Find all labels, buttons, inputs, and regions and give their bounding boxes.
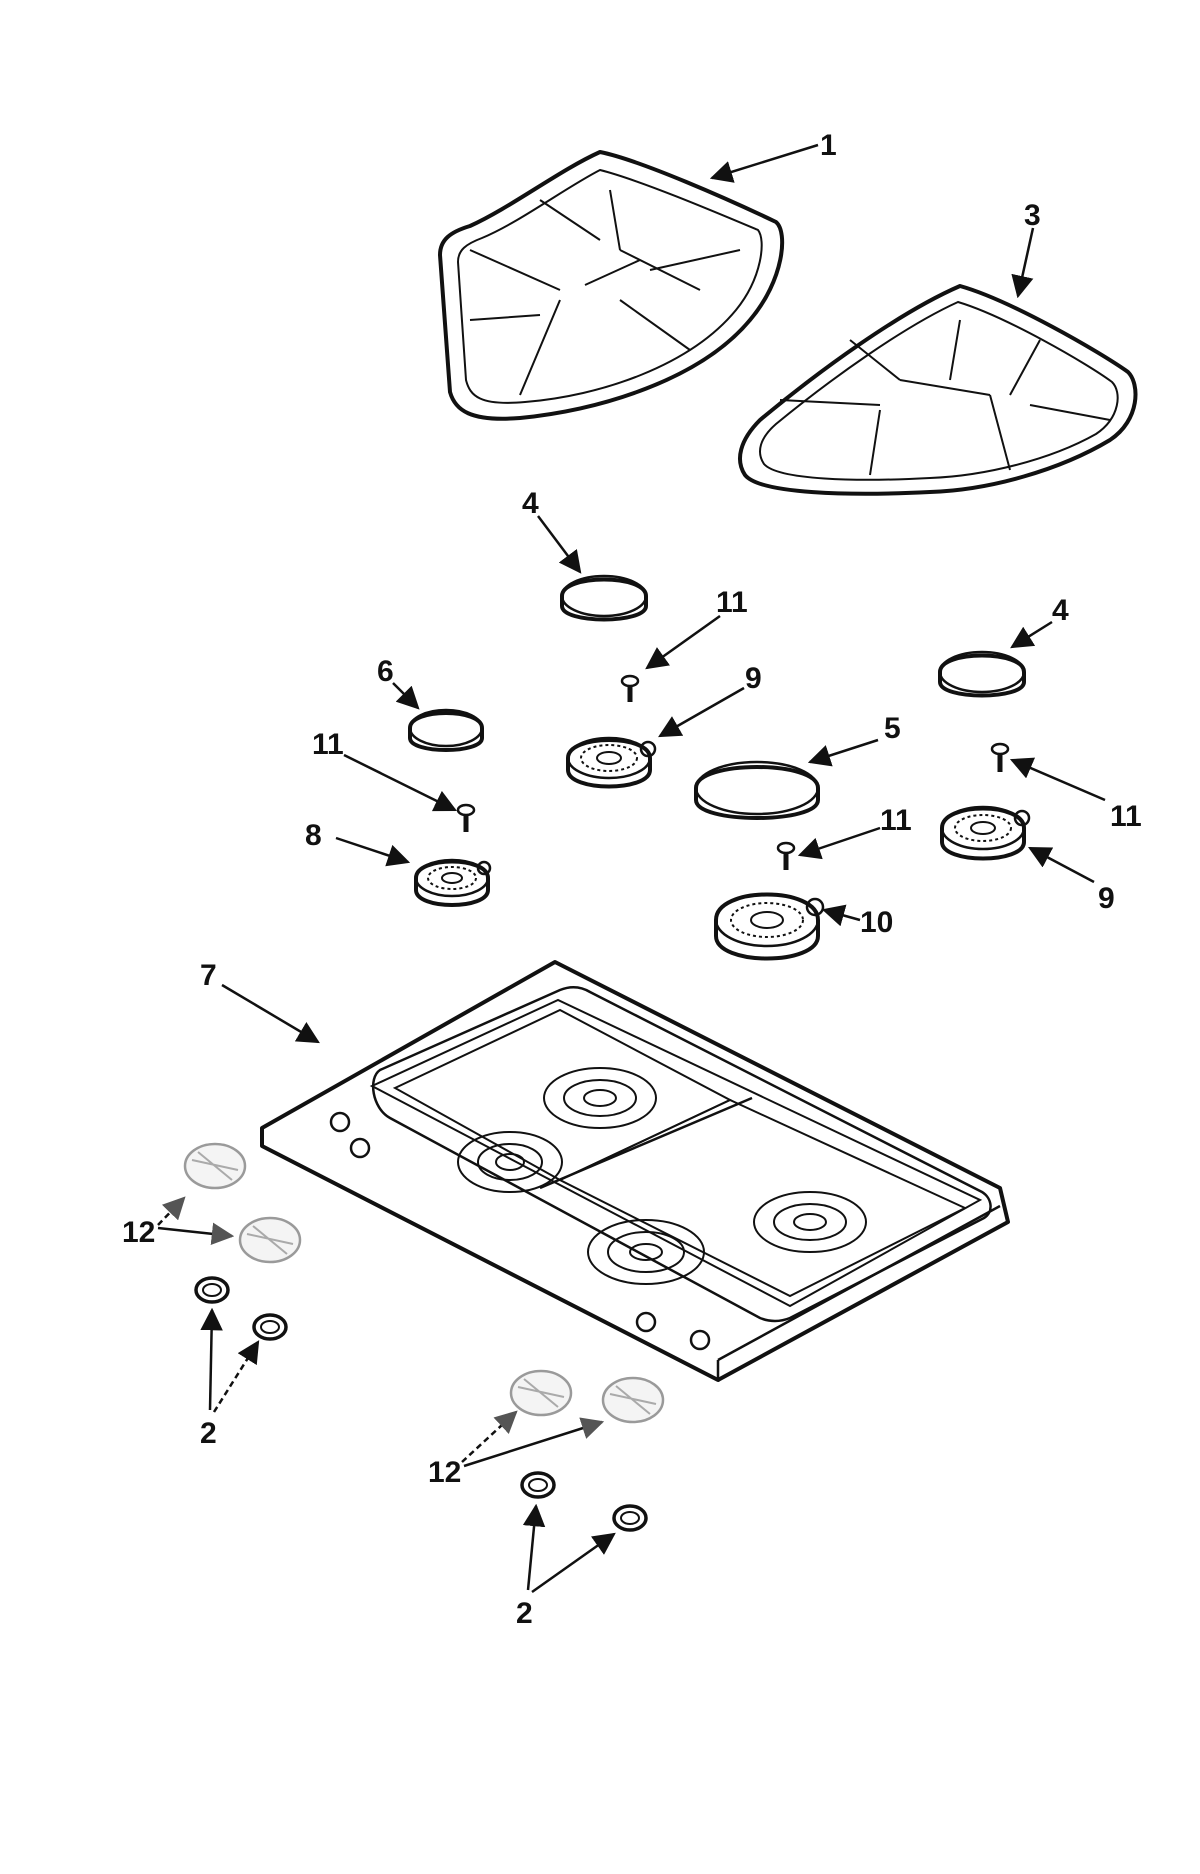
leader-8 bbox=[335, 836, 411, 867]
callout-11-left: 11 bbox=[312, 728, 344, 761]
callout-4-right: 4 bbox=[1052, 594, 1069, 627]
cooktop-burner-well-2 bbox=[457, 1131, 563, 1193]
callout-3: 3 bbox=[1024, 199, 1041, 232]
callout-10: 10 bbox=[860, 906, 893, 939]
screw-upper bbox=[620, 674, 640, 702]
leader-9a bbox=[658, 686, 745, 738]
leader-2a-2 bbox=[212, 1340, 260, 1413]
callout-2-left: 2 bbox=[200, 1417, 217, 1450]
leader-2a-1 bbox=[200, 1307, 223, 1411]
leader-11d bbox=[797, 826, 881, 860]
callout-7: 7 bbox=[200, 959, 217, 992]
leader-10 bbox=[821, 904, 861, 927]
leader-5 bbox=[807, 738, 879, 767]
burner-cap-large bbox=[694, 760, 820, 820]
callout-11-center: 11 bbox=[880, 804, 912, 837]
callout-1: 1 bbox=[820, 129, 837, 162]
grate-right bbox=[738, 284, 1138, 496]
knob-left-upper bbox=[183, 1142, 247, 1190]
leader-4a bbox=[537, 515, 582, 574]
cooktop-burner-well-4 bbox=[587, 1219, 705, 1285]
burner-head-small bbox=[414, 858, 492, 907]
knob-bottom-left bbox=[509, 1369, 573, 1417]
cooktop-burner-well-1 bbox=[543, 1067, 657, 1129]
callout-12-left: 12 bbox=[122, 1216, 155, 1249]
leader-7 bbox=[221, 983, 320, 1044]
leader-11a bbox=[645, 614, 721, 670]
callout-11-upper: 11 bbox=[716, 586, 748, 619]
bezel-bottom-left bbox=[520, 1471, 556, 1499]
leader-1 bbox=[709, 143, 819, 183]
screw-center bbox=[776, 841, 796, 870]
bezel-left-lower bbox=[252, 1313, 288, 1341]
knob-bottom-right bbox=[601, 1376, 665, 1424]
cooktop-main-top bbox=[260, 960, 1010, 1383]
leader-lines bbox=[157, 143, 1106, 1594]
callout-2-bottom: 2 bbox=[516, 1597, 533, 1630]
grate-left bbox=[438, 150, 785, 421]
callout-4-upper: 4 bbox=[522, 487, 539, 520]
leader-11c bbox=[1009, 757, 1106, 802]
callout-labels: 1 3 4 11 4 6 9 5 11 11 11 8 9 10 7 12 2 … bbox=[122, 129, 1142, 1630]
burner-head-upper bbox=[566, 736, 657, 789]
leader-2b-1 bbox=[522, 1503, 546, 1591]
screw-right bbox=[990, 742, 1010, 772]
leader-12a-2 bbox=[157, 1222, 235, 1246]
screw-left bbox=[456, 803, 476, 832]
callout-9-upper: 9 bbox=[745, 662, 762, 695]
cooktop-burner-well-3 bbox=[753, 1191, 867, 1253]
callout-11-right: 11 bbox=[1110, 800, 1142, 833]
leader-12b-2 bbox=[463, 1417, 605, 1468]
leader-9b bbox=[1028, 846, 1095, 884]
callout-6: 6 bbox=[377, 655, 394, 688]
leader-12a-1 bbox=[157, 1196, 186, 1226]
callout-9-right: 9 bbox=[1098, 882, 1115, 915]
leader-4b bbox=[1010, 620, 1053, 649]
callout-8: 8 bbox=[305, 819, 322, 852]
leader-6 bbox=[392, 682, 420, 710]
burner-cap-right bbox=[938, 650, 1026, 698]
leader-3 bbox=[1011, 227, 1035, 299]
burner-cap-small bbox=[408, 708, 484, 752]
bezel-left-upper bbox=[194, 1276, 230, 1304]
burner-cap-upper bbox=[560, 574, 648, 622]
burner-head-large bbox=[714, 892, 825, 961]
burner-head-right bbox=[940, 805, 1031, 861]
bezel-bottom-right bbox=[612, 1504, 648, 1532]
callout-5: 5 bbox=[884, 712, 901, 745]
leader-11b bbox=[343, 753, 458, 812]
leader-2b-2 bbox=[531, 1532, 616, 1594]
callout-12-bottom: 12 bbox=[428, 1456, 461, 1489]
leader-12b-1 bbox=[461, 1410, 518, 1463]
knob-left-lower bbox=[238, 1216, 302, 1264]
